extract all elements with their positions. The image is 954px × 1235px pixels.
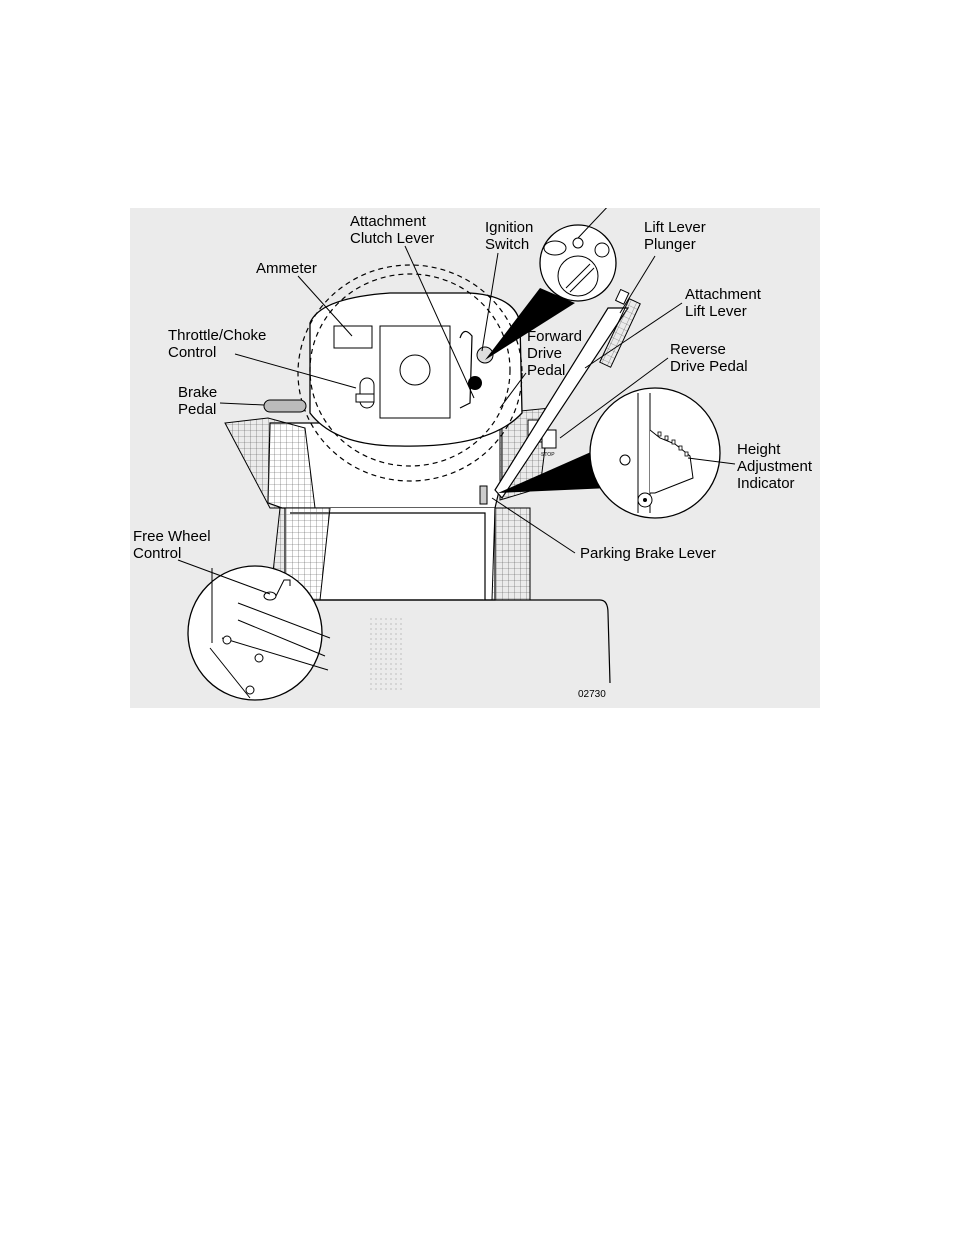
ammeter-gauge: [334, 326, 372, 348]
label-brake-pedal: Brake Pedal: [178, 384, 217, 418]
start-icon: [595, 243, 609, 257]
label-height-adjustment-indicator: Height Adjustment Indicator: [737, 441, 812, 492]
ignition-stop-text: STOP: [541, 452, 555, 458]
label-reverse-drive-pedal: Reverse Drive Pedal: [670, 341, 748, 375]
figure-number: 02730: [578, 689, 606, 700]
label-parking-brake-lever: Parking Brake Lever: [580, 545, 716, 562]
label-free-wheel-control: Free Wheel Control: [133, 528, 211, 562]
label-lift-lever-plunger: Lift Lever Plunger: [644, 219, 706, 253]
label-ignition-switch: Ignition Switch: [485, 219, 533, 253]
label-forward-drive-pedal: Forward Drive Pedal: [527, 328, 582, 379]
label-attachment-lift-lever: Attachment Lift Lever: [685, 286, 761, 320]
clutch-knob: [468, 376, 482, 390]
brake-pedal: [264, 400, 306, 412]
tractor-illustration: [130, 208, 820, 708]
label-attachment-clutch-lever: Attachment Clutch Lever: [350, 213, 434, 247]
label-ammeter: Ammeter: [256, 260, 317, 277]
controls-diagram: Attachment Clutch Lever Ignition Switch …: [130, 208, 820, 708]
parking-brake-lever: [480, 486, 487, 504]
label-throttle-choke-control: Throttle/Choke Control: [168, 327, 266, 361]
stop-icon: [544, 241, 566, 255]
dotted-grille: [370, 616, 405, 691]
